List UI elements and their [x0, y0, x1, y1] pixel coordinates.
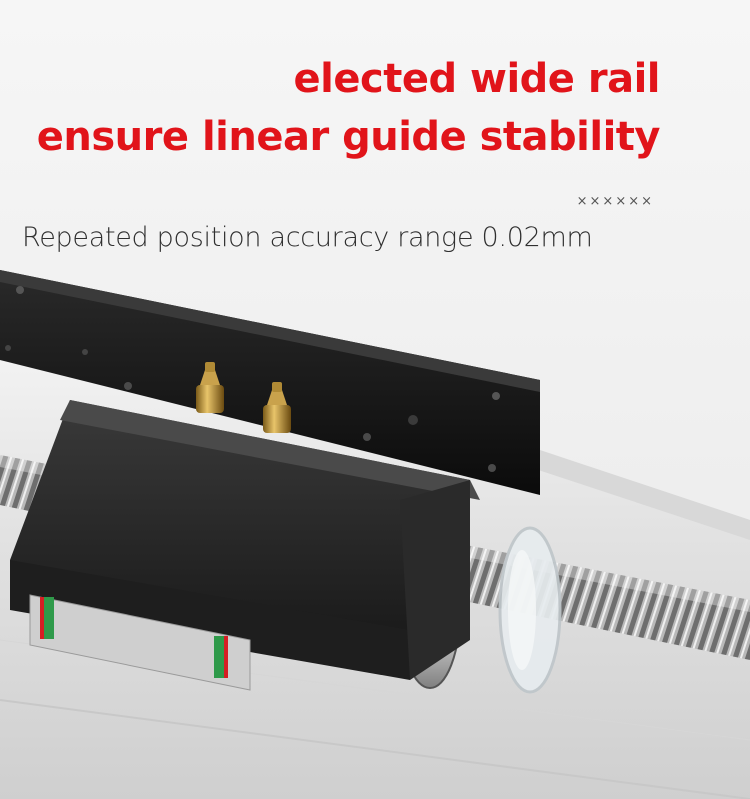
headline: elected wide rail ensure linear guide st… [20, 50, 661, 166]
decorative-marks: ×××××× [576, 194, 654, 209]
headline-line-2: ensure linear guide stability [36, 114, 661, 160]
headline-line-1: elected wide rail [293, 56, 661, 102]
accuracy-subtitle: Repeated position accuracy range 0.02mm [22, 222, 593, 253]
